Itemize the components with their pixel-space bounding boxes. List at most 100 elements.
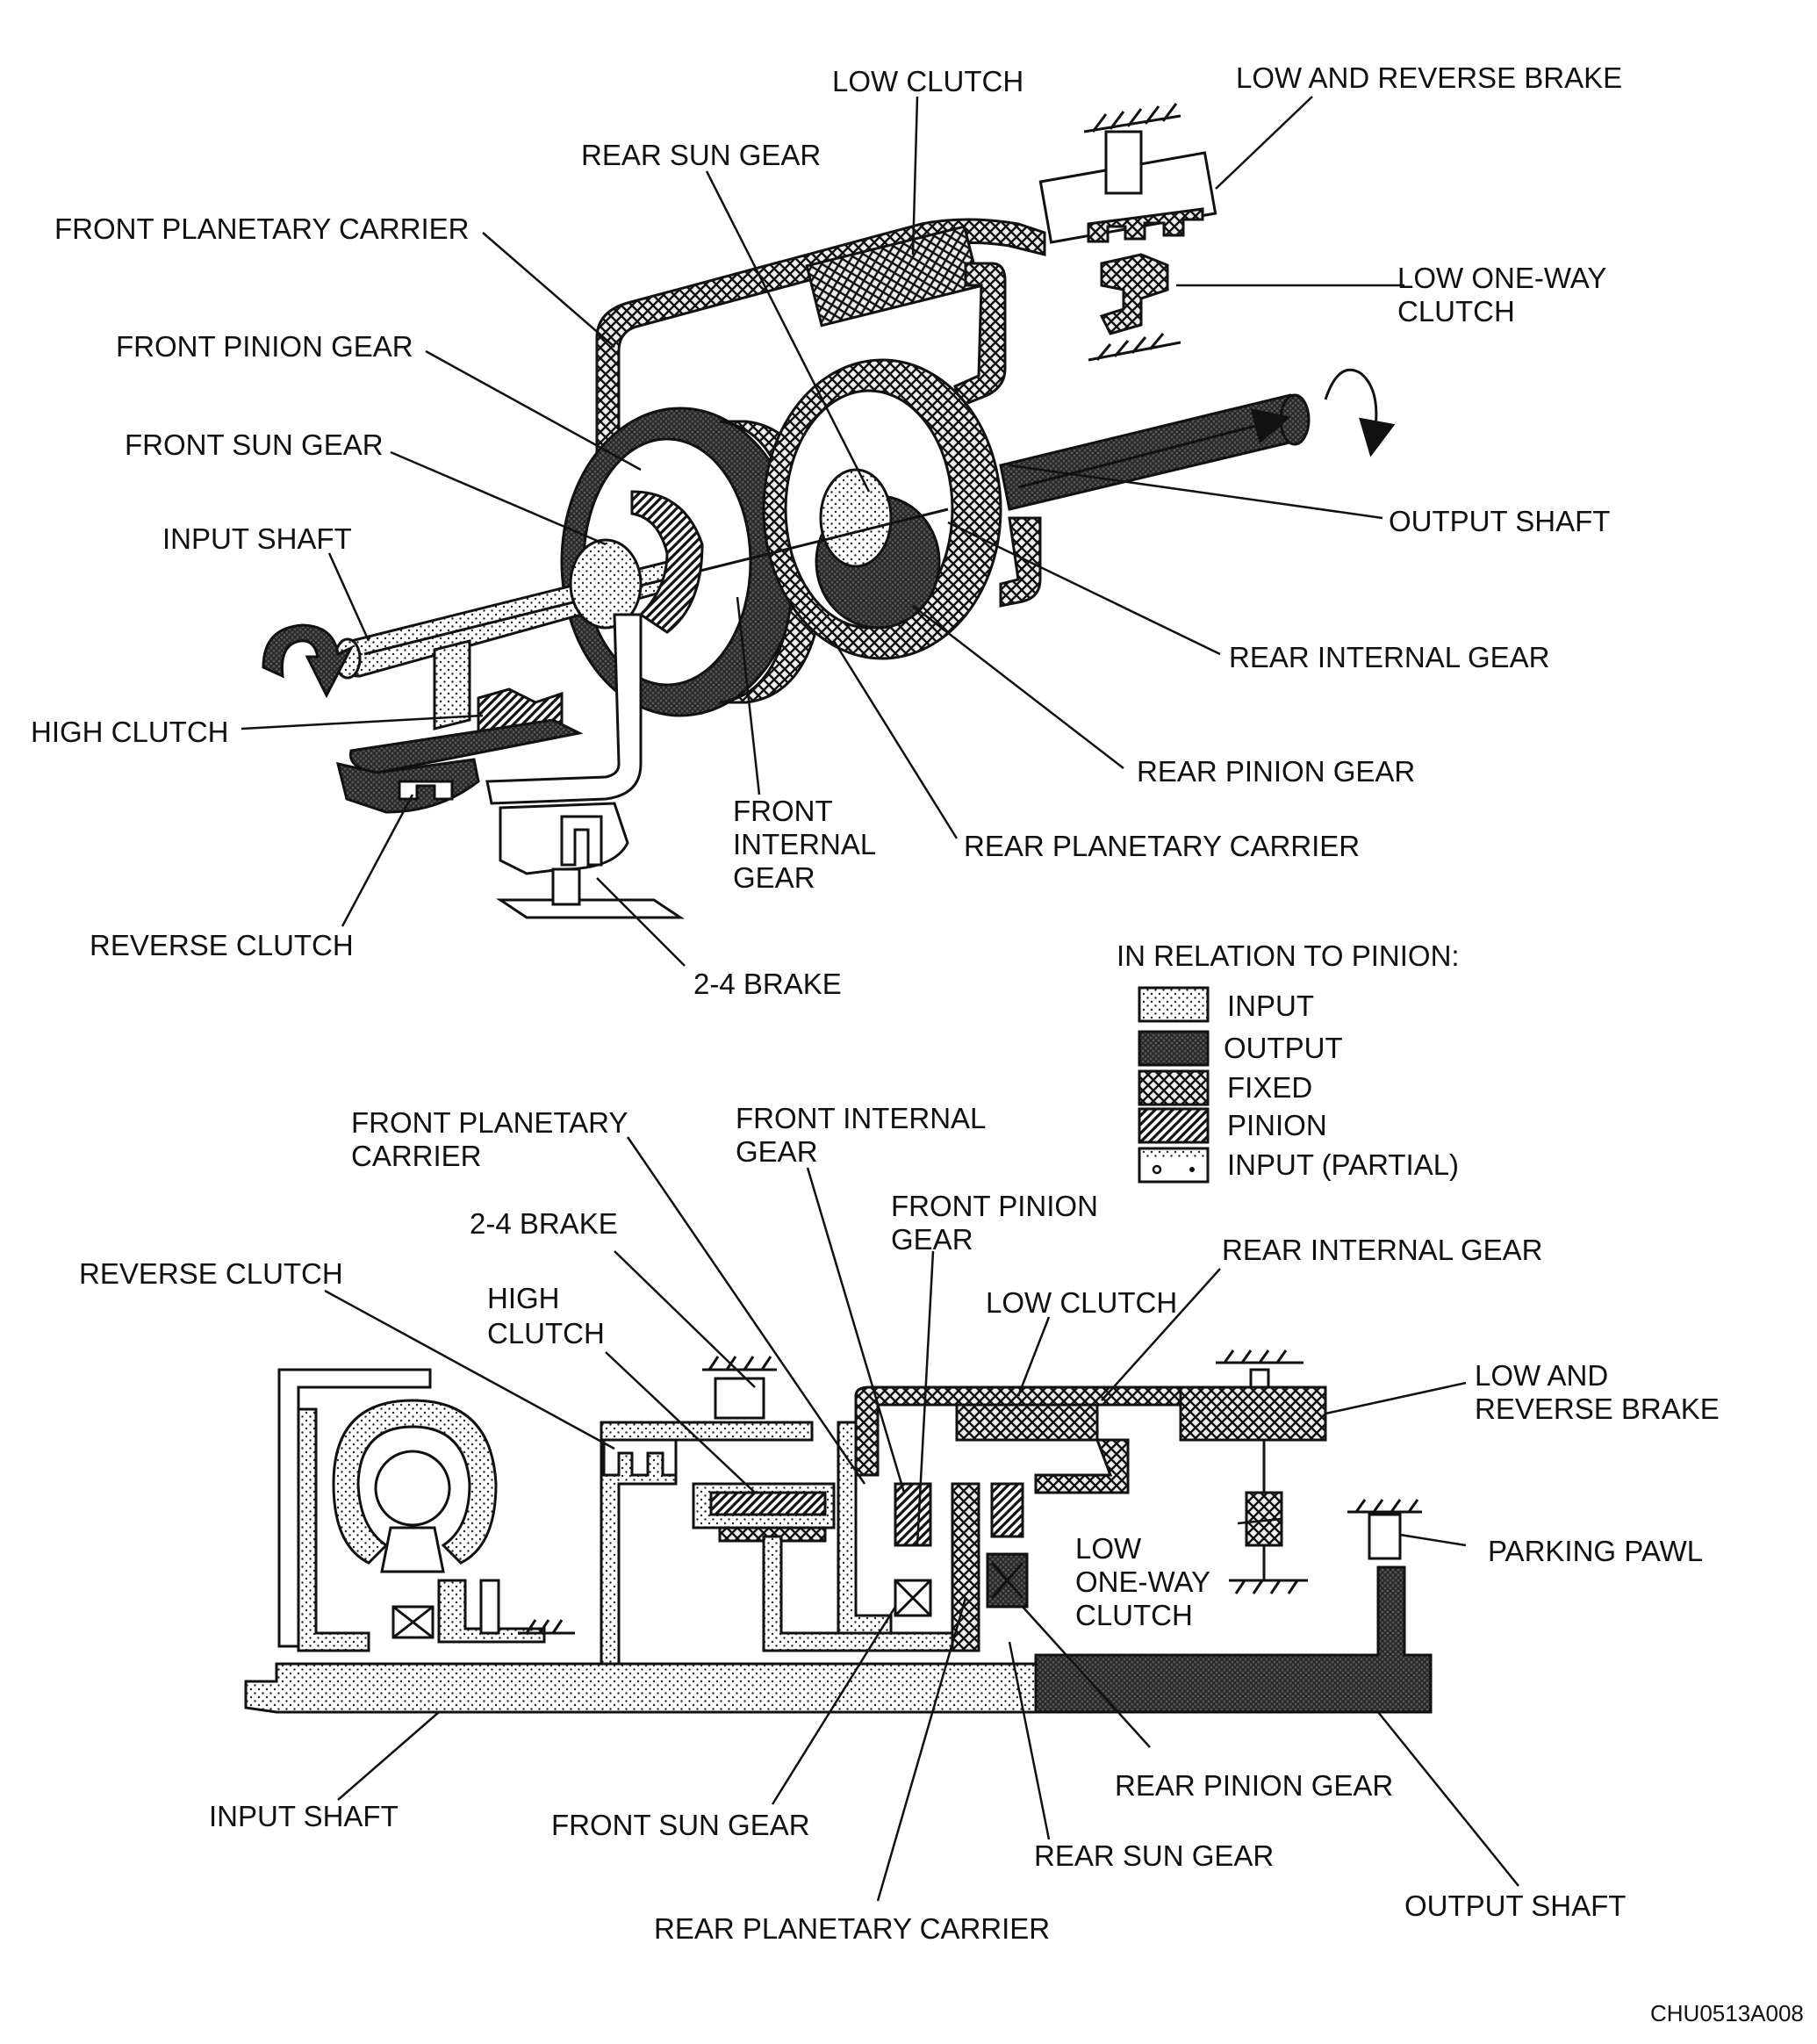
stator-2d [380, 1526, 445, 1573]
label-b-reverse-clutch: REVERSE CLUTCH [79, 1257, 343, 1290]
input-drum-2d [297, 1407, 370, 1652]
rear-carrier-2d [951, 1482, 980, 1652]
low-one-way-ground-2d [1229, 1579, 1308, 1594]
brake-2-4-teeth [560, 815, 603, 867]
label-b-front-planetary-carrier-1: FRONT PLANETARY [351, 1106, 628, 1139]
output-shaft-arrow [1324, 368, 1396, 457]
front-pinion-2d [894, 1482, 932, 1547]
low-reverse-brake-teeth [1087, 207, 1204, 243]
low-reverse-brake-2d [1179, 1385, 1327, 1442]
label-rear-planetary-carrier: REAR PLANETARY CARRIER [964, 830, 1360, 862]
figure-code: CHU0513A008 [1650, 2000, 1804, 2026]
label-b-parking-pawl: PARKING PAWL [1488, 1535, 1703, 1567]
label-output-shaft: OUTPUT SHAFT [1389, 505, 1610, 537]
label-b-low-and-reverse-brake-2: REVERSE BRAKE [1475, 1393, 1720, 1425]
converter-core-2d [374, 1450, 451, 1527]
low-one-way-ground [1088, 333, 1181, 362]
label-b-rear-pinion-gear: REAR PINION GEAR [1115, 1769, 1393, 1802]
label-reverse-clutch: REVERSE CLUTCH [90, 929, 354, 961]
label-front-internal-gear-1: FRONT [733, 795, 833, 827]
label-front-internal-gear-3: GEAR [733, 861, 815, 894]
low-clutch-block [805, 225, 981, 327]
front-sun-gear-hub [569, 538, 643, 630]
rear-internal-2d [1034, 1438, 1130, 1494]
label-high-clutch: HIGH CLUTCH [31, 716, 229, 748]
output-shaft-2d [1034, 1565, 1433, 1714]
pump-ground-2d [518, 1619, 575, 1635]
label-b-input-shaft: INPUT SHAFT [209, 1800, 399, 1832]
high-clutch-plates-2d [709, 1491, 827, 1516]
legend-label-input: INPUT [1227, 990, 1314, 1022]
low-one-way-clutch [1099, 253, 1169, 335]
rear-internal-pinion-2d [990, 1482, 1024, 1538]
output-shaft-axis-arrow [1017, 407, 1291, 489]
label-front-pinion-gear: FRONT PINION GEAR [116, 330, 413, 363]
high-clutch-hub-2d [718, 1526, 827, 1543]
low-reverse-ground-2d [1216, 1349, 1304, 1364]
legend-title: IN RELATION TO PINION: [1117, 939, 1460, 972]
label-b-front-pinion-gear-2: GEAR [891, 1223, 973, 1256]
label-rear-pinion-gear: REAR PINION GEAR [1137, 755, 1415, 788]
low-reverse-brake-ground [1083, 103, 1181, 133]
low-reverse-brake-post-2d [1249, 1368, 1270, 1389]
rear-pinion-x-2d [990, 1562, 1024, 1599]
legend-label-output: OUTPUT [1224, 1032, 1343, 1064]
label-front-planetary-carrier: FRONT PLANETARY CARRIER [54, 212, 470, 245]
brake-2-4-ground-2d [702, 1356, 777, 1371]
legend-swatch-fixed [1138, 1069, 1210, 1106]
input-shaft-2d [244, 1662, 1038, 1714]
top-3d-view [262, 103, 1396, 919]
top-leaders [241, 96, 1404, 967]
legend-label-fixed: FIXED [1227, 1071, 1312, 1104]
legend: IN RELATION TO PINION: INPUT OUTPUT FIXE… [1117, 939, 1460, 1184]
brake-2-4-base [496, 898, 685, 919]
label-b-front-internal-gear-1: FRONT INTERNAL [736, 1102, 986, 1134]
rear-carrier-link [999, 516, 1042, 608]
label-b-output-shaft: OUTPUT SHAFT [1404, 1889, 1626, 1922]
bottom-schematic [244, 1349, 1433, 1714]
label-b-front-pinion-gear-1: FRONT PINION [891, 1190, 1098, 1222]
label-b-rear-internal-gear: REAR INTERNAL GEAR [1222, 1234, 1543, 1266]
label-b-low-clutch: LOW CLUTCH [986, 1286, 1177, 1319]
low-clutch-plates-2d [955, 1403, 1099, 1442]
bottom-labels: FRONT PLANETARY CARRIER FRONT INTERNAL G… [79, 1102, 1720, 1945]
label-b-rear-planetary-carrier: REAR PLANETARY CARRIER [654, 1912, 1050, 1945]
label-b-2-4-brake: 2-4 BRAKE [470, 1207, 618, 1240]
torque-converter-housing-2d [277, 1368, 432, 1648]
legend-swatch-input-partial [1138, 1147, 1210, 1184]
low-reverse-brake-post [1104, 130, 1143, 195]
legend-swatch-pinion [1138, 1107, 1210, 1144]
legend-swatch-output [1138, 1030, 1210, 1067]
reverse-clutch-teeth-2d [602, 1438, 678, 1477]
input-shaft-arrow [262, 623, 355, 699]
label-b-high-clutch-2: CLUTCH [487, 1317, 605, 1349]
label-rear-internal-gear: REAR INTERNAL GEAR [1229, 641, 1550, 673]
label-b-low-one-way-clutch-1: LOW [1075, 1532, 1142, 1565]
pump-post-2d [479, 1579, 500, 1635]
label-b-low-one-way-clutch-2: ONE-WAY [1075, 1565, 1210, 1598]
label-b-rear-sun-gear: REAR SUN GEAR [1034, 1839, 1274, 1872]
label-b-low-and-reverse-brake-1: LOW AND [1475, 1359, 1608, 1392]
label-low-clutch: LOW CLUTCH [832, 65, 1023, 97]
legend-swatch-input [1138, 986, 1210, 1023]
front-pinion-x-lines-2d [894, 1579, 932, 1617]
label-low-one-way-clutch-2: CLUTCH [1397, 295, 1515, 327]
label-b-front-sun-gear: FRONT SUN GEAR [551, 1809, 810, 1841]
label-b-front-planetary-carrier-2: CARRIER [351, 1140, 482, 1172]
front-pinion-gear [630, 490, 704, 634]
brake-2-4-2d [714, 1377, 765, 1420]
brake-2-4-post [551, 867, 581, 906]
input-shaft-axis-line [363, 507, 949, 656]
label-input-shaft: INPUT SHAFT [162, 522, 352, 555]
low-one-way-2d [1245, 1491, 1283, 1547]
label-low-and-reverse-brake: LOW AND REVERSE BRAKE [1236, 61, 1622, 94]
parking-pawl-ground-2d [1347, 1499, 1422, 1514]
output-shaft-end [1279, 393, 1311, 446]
converter-ring-2d [332, 1399, 498, 1565]
parking-pawl-2d [1368, 1513, 1402, 1560]
reverse-clutch-2d [600, 1421, 814, 1666]
label-2-4-brake: 2-4 BRAKE [693, 968, 842, 1000]
stator-x-2d [392, 1605, 434, 1639]
rear-sun-hub [819, 468, 893, 568]
